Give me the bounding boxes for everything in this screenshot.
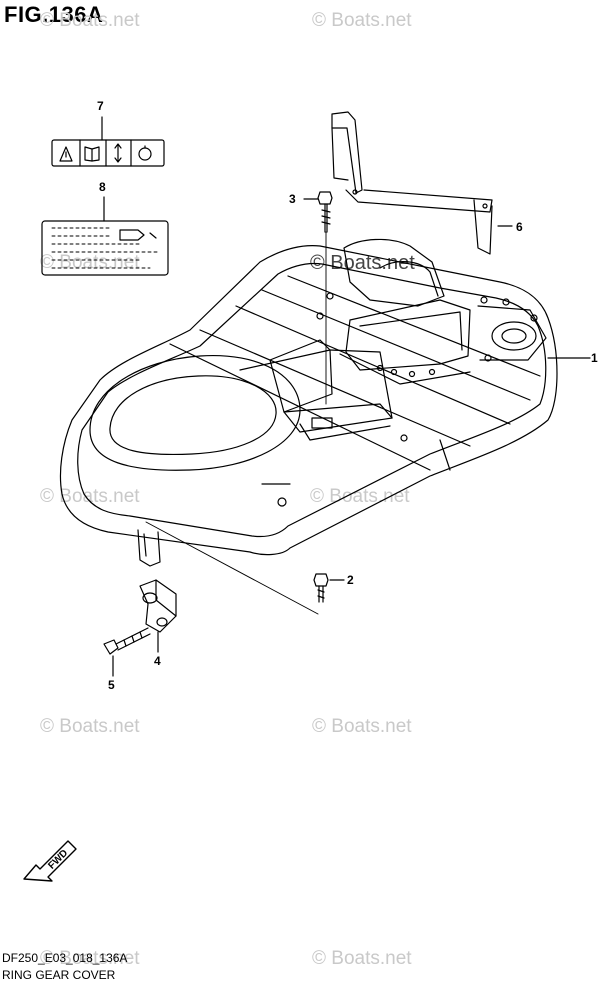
clamp-part [139, 579, 177, 653]
watermark: © Boats.net [312, 10, 412, 31]
oil-label-part [41, 196, 169, 276]
callout-2: 2 [347, 573, 354, 587]
warning-label-part [51, 116, 165, 167]
watermark: © Boats.net [312, 948, 412, 969]
bracket-part [331, 111, 513, 255]
watermark: © Boats.net [312, 716, 412, 737]
callout-8: 8 [99, 180, 106, 194]
callout-4: 4 [154, 654, 161, 668]
callout-5: 5 [108, 678, 115, 692]
bolt-part-2 [313, 573, 345, 603]
watermark: © Boats.net [310, 252, 415, 274]
figure-title: FIG.136A [4, 2, 104, 27]
callout-6: 6 [516, 220, 523, 234]
figure-code: DF250_E03_018_136A [2, 951, 128, 965]
watermark: © Boats.net [40, 716, 140, 737]
watermark: © Boats.net [40, 948, 140, 969]
watermark: © Boats.net [40, 10, 140, 31]
screw-part-5 [103, 627, 151, 677]
callout-7: 7 [97, 99, 104, 113]
bolt-part-3 [303, 191, 333, 405]
ring-gear-cover-part [59, 238, 591, 567]
figure-name: RING GEAR COVER [2, 968, 116, 982]
callout-3: 3 [289, 192, 296, 206]
fwd-arrow-icon: FWD [23, 840, 77, 882]
callout-1: 1 [591, 351, 598, 365]
